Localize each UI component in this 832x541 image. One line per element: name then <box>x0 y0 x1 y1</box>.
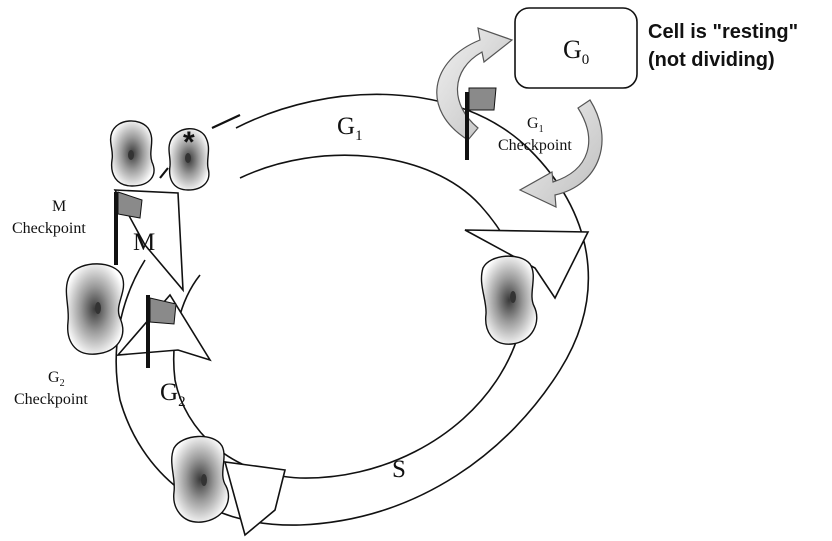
g0-exchange-arrows <box>436 27 603 208</box>
cell-top-left <box>109 120 155 187</box>
m-checkpoint-label: Checkpoint <box>12 220 86 237</box>
g2-checkpoint-label: Checkpoint <box>14 391 88 408</box>
g0-box <box>514 7 638 89</box>
resting-note-line1: Cell is "resting" <box>648 21 798 43</box>
cell-left <box>65 263 125 355</box>
g2-flag <box>146 295 177 368</box>
arrowhead-s <box>223 461 286 537</box>
m-flag <box>114 191 143 265</box>
m-checkpoint-title: M <box>52 198 66 215</box>
phase-m-label: M <box>133 229 155 256</box>
g1-flag <box>465 87 497 160</box>
g2-checkpoint-title: G2 <box>48 369 65 389</box>
phase-g1-label: G1 <box>337 113 363 144</box>
g1-checkpoint-title: G1 <box>527 115 544 135</box>
phase-g2-label: G2 <box>160 379 186 410</box>
cycle-ring <box>115 93 590 526</box>
curved-arrow-out-of-g0 <box>518 99 603 208</box>
division-lines <box>159 114 241 179</box>
resting-note-line2: (not dividing) <box>648 49 775 71</box>
arrowhead-g1 <box>464 229 590 300</box>
phase-g0-label: G0 <box>563 35 589 68</box>
cell-bottom <box>171 435 230 523</box>
g1-checkpoint-label: Checkpoint <box>498 137 572 154</box>
cell-top-right <box>168 128 210 191</box>
asterisk-mark: * <box>183 126 195 159</box>
cell-right <box>480 255 538 345</box>
curved-arrow-into-g0 <box>436 27 514 141</box>
phase-s-label: S <box>392 456 406 483</box>
